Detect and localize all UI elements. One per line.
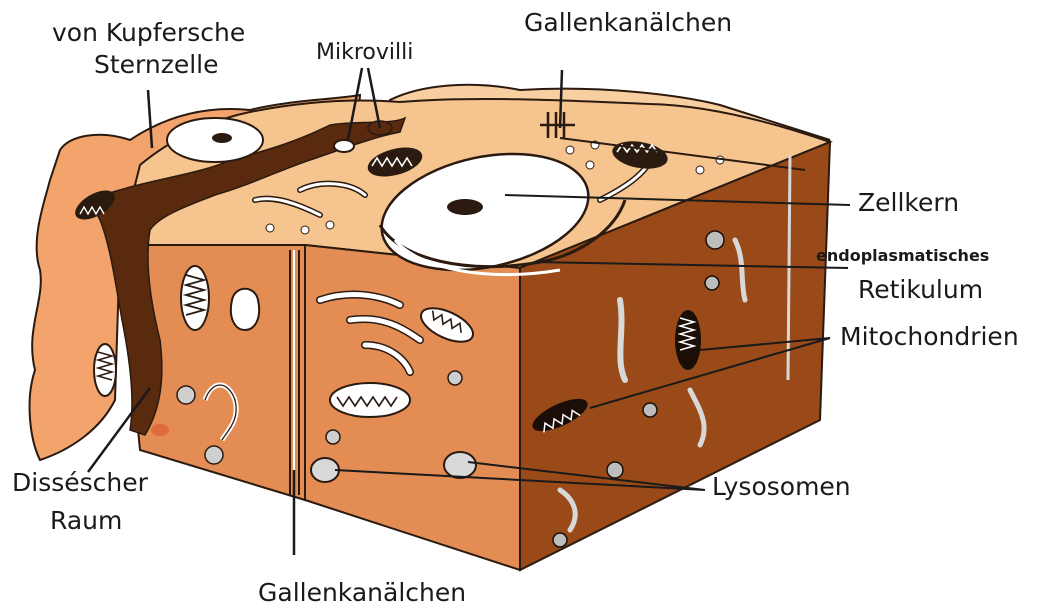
- vesicle: [566, 146, 574, 154]
- kupffer-nucleolus: [212, 133, 232, 143]
- label-disse-line1: Disséscher: [12, 468, 148, 498]
- disse-red-spot: [151, 424, 169, 436]
- nucleolus: [447, 199, 483, 215]
- lysosome-right: [643, 403, 657, 417]
- lysosome-right: [705, 276, 719, 290]
- label-er-line2: Retikulum: [858, 275, 983, 305]
- lysosome-right: [607, 462, 623, 478]
- label-lysosomen: Lysosomen: [712, 472, 851, 502]
- label-kupffer-line1: von Kupfersche: [52, 18, 245, 48]
- lysosome-right: [553, 533, 567, 547]
- label-mikrovilli: Mikrovilli: [316, 38, 413, 68]
- lysosome-right: [706, 231, 724, 249]
- label-mitochondrien: Mitochondrien: [840, 322, 1019, 352]
- vesicle: [586, 161, 594, 169]
- label-kupffer-line2: Sternzelle: [94, 50, 219, 80]
- label-gallenkanalchen-bottom: Gallenkanälchen: [258, 578, 466, 608]
- microvillus: [334, 140, 354, 152]
- mitochondrion-front-3: [330, 383, 410, 417]
- lysosome-front-1: [311, 458, 339, 482]
- label-er-line1: endoplasmatisches: [816, 246, 989, 266]
- lysosome-small: [205, 446, 223, 464]
- lysosome-small: [448, 371, 462, 385]
- label-gallenkanalchen-top: Gallenkanälchen: [524, 8, 732, 38]
- lysosome-small: [177, 386, 195, 404]
- vesicle: [301, 226, 309, 234]
- vacuole-front-1: [231, 289, 259, 330]
- lysosome-small: [326, 430, 340, 444]
- vesicle: [696, 166, 704, 174]
- label-zellkern: Zellkern: [858, 188, 959, 218]
- label-disse-line2: Raum: [50, 506, 122, 536]
- vesicle: [266, 224, 274, 232]
- vesicle: [326, 221, 334, 229]
- lysosome-front-2: [444, 452, 476, 478]
